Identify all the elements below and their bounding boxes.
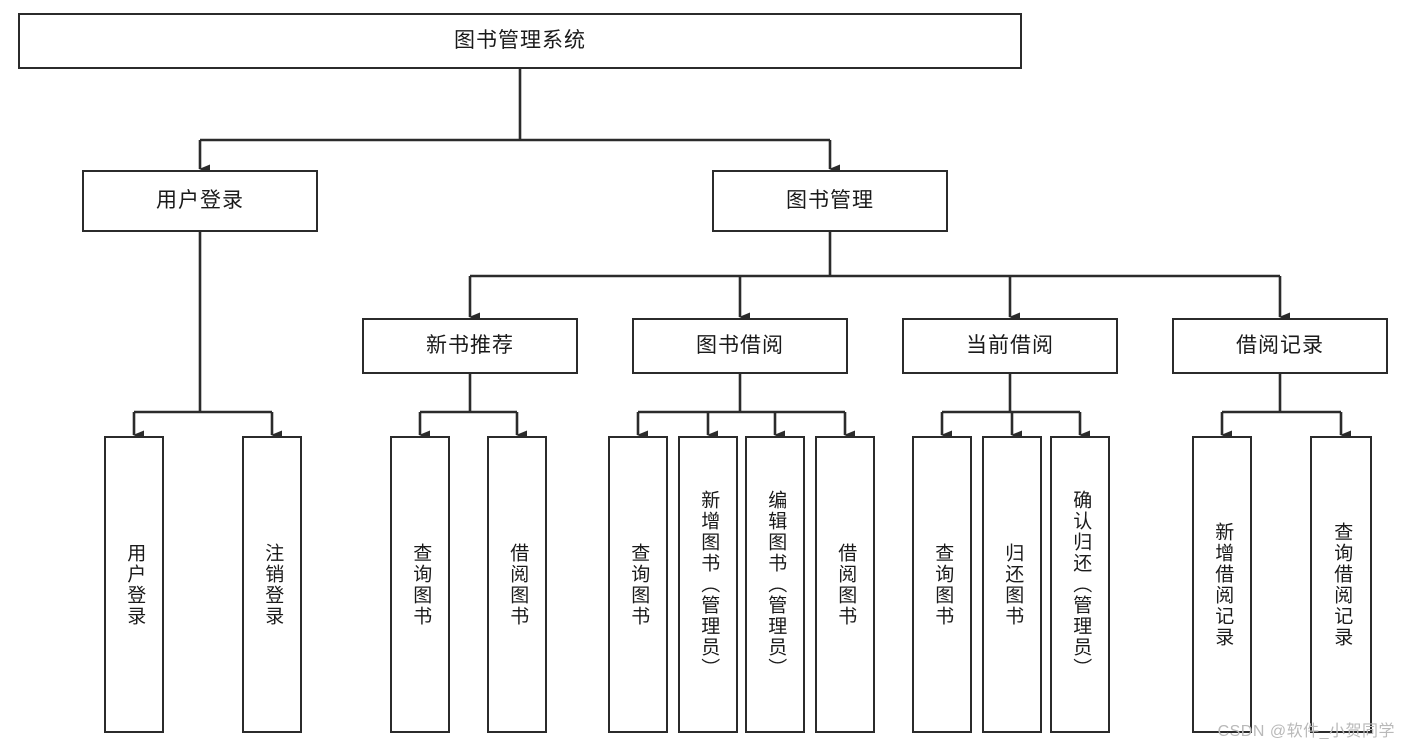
leaf-query-book-borrow-label: 查询图书 bbox=[628, 542, 650, 627]
node-book-borrow-label: 图书借阅 bbox=[696, 333, 784, 357]
leaf-query-book-current-label: 查询图书 bbox=[932, 542, 954, 627]
node-book-borrow[interactable]: 图书借阅 bbox=[632, 318, 848, 374]
leaf-query-book-recommend-label: 查询图书 bbox=[410, 542, 432, 627]
leaf-edit-book[interactable]: 编辑图书（管理员） bbox=[745, 436, 805, 733]
node-new-book-recommend-label: 新书推荐 bbox=[426, 333, 514, 357]
leaf-query-book-recommend[interactable]: 查询图书 bbox=[390, 436, 450, 733]
leaf-confirm-return[interactable]: 确认归还（管理员） bbox=[1050, 436, 1110, 733]
node-root[interactable]: 图书管理系统 bbox=[18, 13, 1022, 69]
leaf-return-book-label: 归还图书 bbox=[1002, 542, 1024, 627]
node-borrow-record[interactable]: 借阅记录 bbox=[1172, 318, 1388, 374]
leaf-add-book-label: 新增图书（管理员） bbox=[698, 490, 720, 679]
node-current-borrow[interactable]: 当前借阅 bbox=[902, 318, 1118, 374]
leaf-borrow-book[interactable]: 借阅图书 bbox=[815, 436, 875, 733]
node-user-login-label: 用户登录 bbox=[156, 188, 244, 212]
leaf-add-book[interactable]: 新增图书（管理员） bbox=[678, 436, 738, 733]
leaf-user-login[interactable]: 用户登录 bbox=[104, 436, 164, 733]
node-user-login[interactable]: 用户登录 bbox=[82, 170, 318, 232]
leaf-query-borrow-record-label: 查询借阅记录 bbox=[1331, 521, 1353, 648]
leaf-query-book-borrow[interactable]: 查询图书 bbox=[608, 436, 668, 733]
leaf-query-borrow-record[interactable]: 查询借阅记录 bbox=[1310, 436, 1372, 733]
leaf-return-book[interactable]: 归还图书 bbox=[982, 436, 1042, 733]
node-root-label: 图书管理系统 bbox=[454, 28, 586, 52]
node-current-borrow-label: 当前借阅 bbox=[966, 333, 1054, 357]
watermark: CSDN @软件_小贺同学 bbox=[1217, 723, 1395, 740]
leaf-logout[interactable]: 注销登录 bbox=[242, 436, 302, 733]
leaf-add-borrow-record[interactable]: 新增借阅记录 bbox=[1192, 436, 1252, 733]
leaf-logout-label: 注销登录 bbox=[262, 542, 284, 627]
leaf-edit-book-label: 编辑图书（管理员） bbox=[765, 490, 787, 679]
leaf-confirm-return-label: 确认归还（管理员） bbox=[1070, 490, 1092, 679]
node-book-manage[interactable]: 图书管理 bbox=[712, 170, 948, 232]
leaf-borrow-book-label: 借阅图书 bbox=[835, 542, 857, 627]
node-borrow-record-label: 借阅记录 bbox=[1236, 333, 1324, 357]
leaf-borrow-book-recommend[interactable]: 借阅图书 bbox=[487, 436, 547, 733]
leaf-query-book-current[interactable]: 查询图书 bbox=[912, 436, 972, 733]
leaf-user-login-label: 用户登录 bbox=[124, 542, 146, 627]
leaf-borrow-book-recommend-label: 借阅图书 bbox=[507, 542, 529, 627]
node-book-manage-label: 图书管理 bbox=[786, 188, 874, 212]
leaf-add-borrow-record-label: 新增借阅记录 bbox=[1212, 521, 1234, 648]
node-new-book-recommend[interactable]: 新书推荐 bbox=[362, 318, 578, 374]
